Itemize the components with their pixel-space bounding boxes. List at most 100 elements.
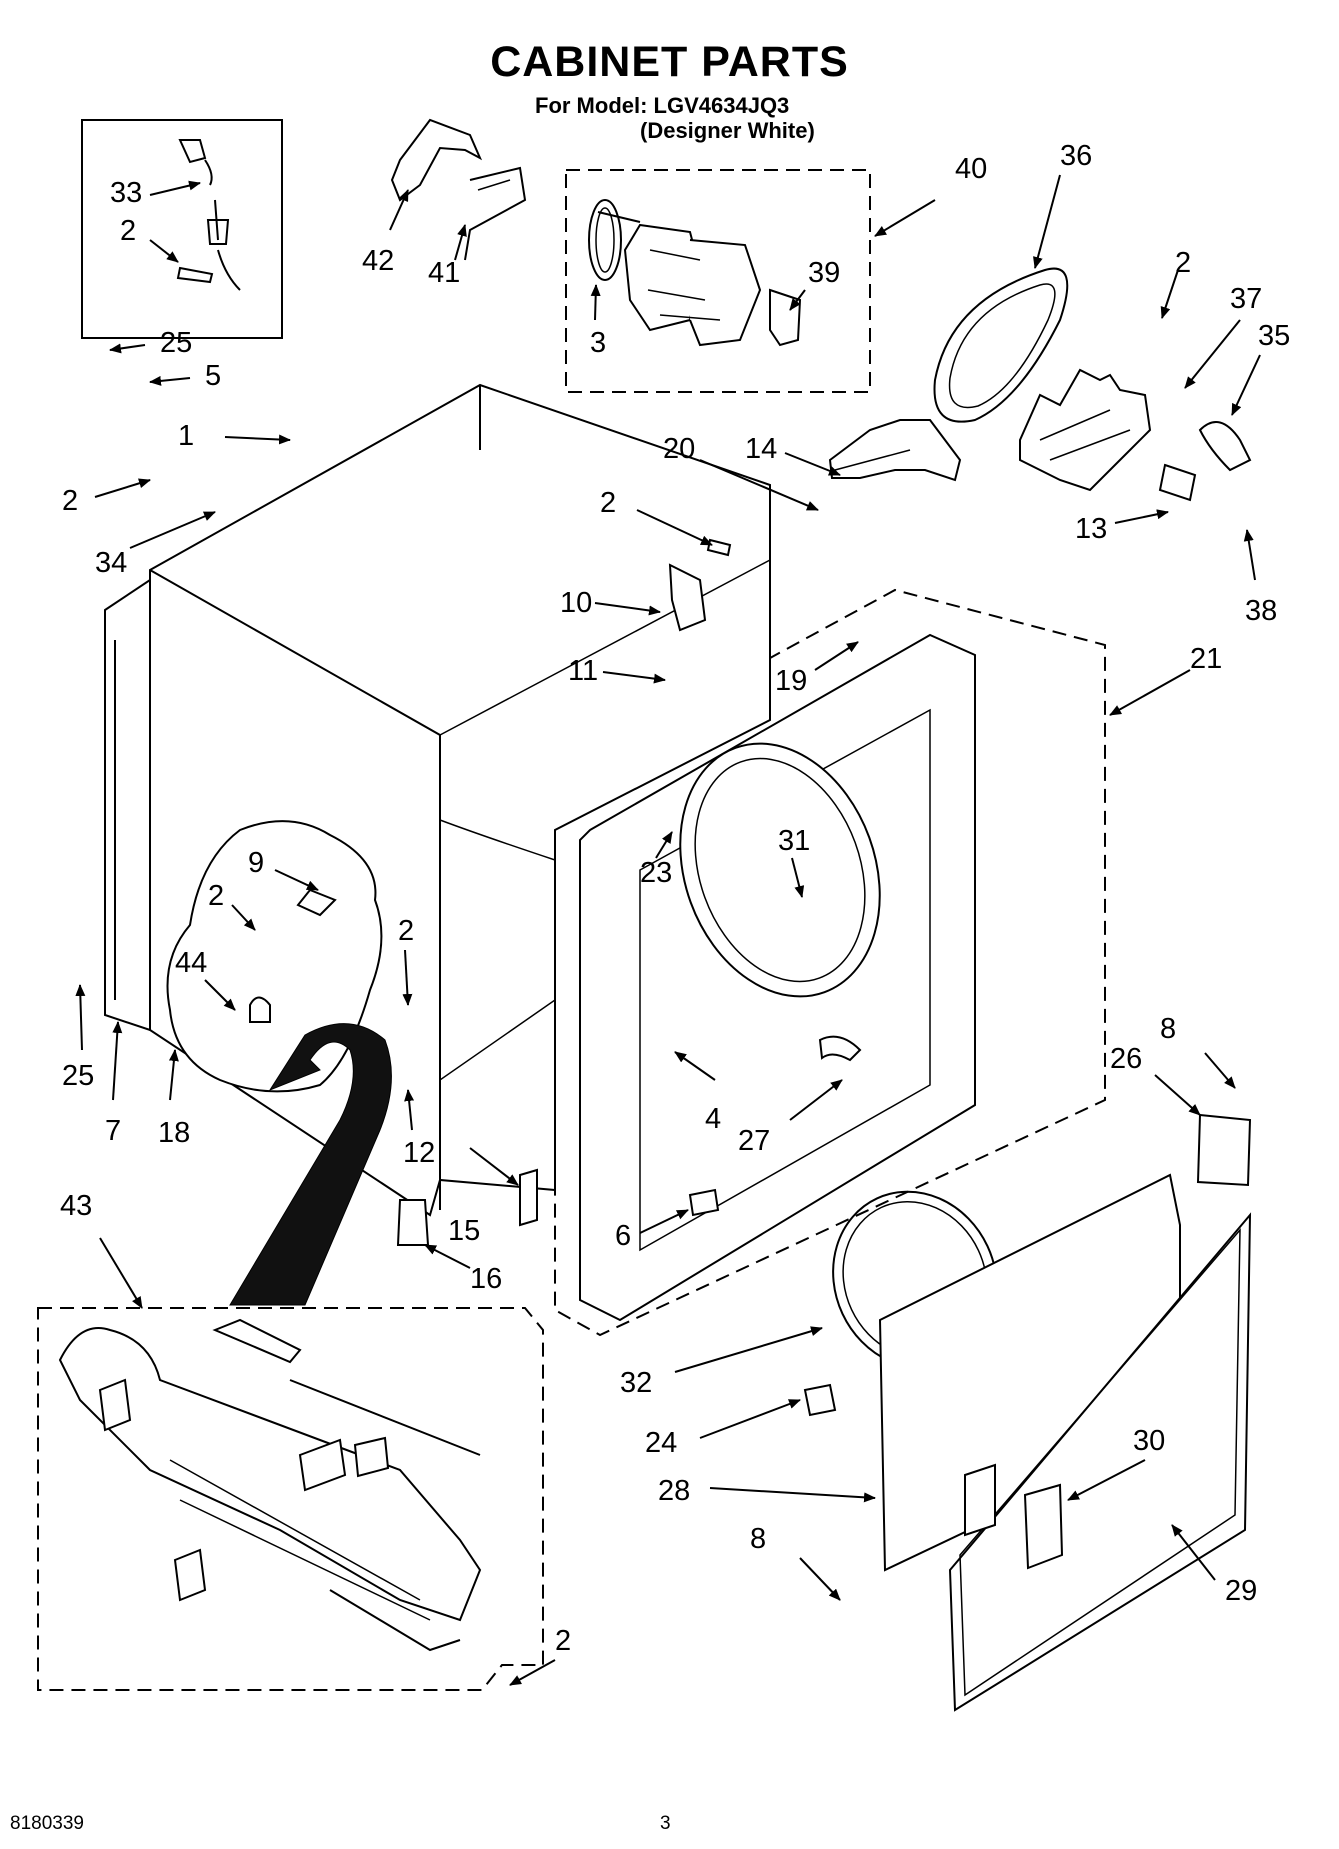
model-number: For Model: LGV4634JQ3: [535, 93, 790, 118]
leader-2g: [509, 1659, 556, 1686]
callout-26: 26: [1110, 1043, 1142, 1075]
leader-42: [389, 189, 409, 231]
callout-42: 42: [362, 245, 394, 277]
burner-assembly-box: [37, 1307, 544, 1691]
burner-assembly-icon: [58, 1318, 482, 1652]
igniter-parts-icon: [176, 139, 241, 291]
leader-25b: [75, 984, 86, 1051]
leader-23: [655, 831, 673, 859]
leader-2b: [94, 478, 151, 498]
callout-39: 39: [808, 257, 840, 289]
callout-4: 4: [705, 1103, 721, 1135]
callout-12: 12: [403, 1137, 435, 1169]
leader-34: [129, 511, 216, 549]
leader-29: [1171, 1524, 1216, 1581]
document-number: 8180339: [10, 1813, 84, 1834]
callout-7: 7: [105, 1115, 121, 1147]
callout-2: 2: [120, 215, 136, 247]
igniter-inset-box: [81, 119, 283, 339]
callout-37: 37: [1230, 283, 1262, 315]
leader-21: [1109, 669, 1191, 716]
leader-3: [590, 284, 601, 321]
leader-8b: [799, 1557, 841, 1601]
callout-6: 6: [615, 1220, 631, 1252]
door-catch-clip-icon: [803, 1383, 837, 1417]
callout-36: 36: [1060, 140, 1092, 172]
callout-20: 20: [663, 433, 695, 465]
leader-36: [1033, 174, 1061, 269]
leader-1: [224, 434, 291, 445]
leader-19: [814, 641, 859, 671]
leader-2c: [1160, 269, 1179, 319]
leader-30: [1067, 1459, 1146, 1501]
leader-35: [1231, 354, 1261, 416]
callout-1: 1: [178, 420, 194, 452]
leader-2d: [636, 509, 713, 546]
wire-harness-icon: [668, 563, 707, 632]
callout-9: 9: [248, 847, 264, 879]
leader-27: [789, 1079, 843, 1121]
leveling-leg-icon: [396, 1199, 430, 1246]
door-assembly-icon: [832, 1173, 1252, 1712]
callout-3: 3: [590, 327, 606, 359]
callout-44: 44: [175, 947, 207, 979]
assembly-arrow-icon: [229, 1023, 392, 1306]
leader-24: [699, 1399, 801, 1439]
callout-27: 27: [738, 1125, 770, 1157]
hinge-icon: [1196, 1113, 1252, 1187]
page-title: CABINET PARTS: [490, 38, 849, 86]
callout-41: 41: [428, 257, 460, 289]
callout-11: 11: [568, 655, 598, 687]
leader-41: [454, 224, 467, 261]
leader-31: [791, 857, 805, 898]
leader-9: [274, 869, 319, 891]
leader-12: [404, 1089, 415, 1131]
leader-44: [204, 979, 236, 1011]
callout-38: 38: [1245, 595, 1277, 627]
callout-2: 2: [600, 487, 616, 519]
callout-5: 5: [205, 360, 221, 392]
leader-13: [1114, 509, 1169, 524]
front-panel-dashed-outline: [554, 588, 1106, 1337]
leader-28: [709, 1487, 876, 1503]
callout-25: 25: [160, 327, 192, 359]
callout-10: 10: [560, 587, 592, 619]
leader-25a: [109, 343, 146, 354]
callout-34: 34: [95, 547, 127, 579]
page-number: 3: [660, 1813, 671, 1834]
exhaust-duct-icon: [828, 419, 962, 482]
leader-10: [594, 602, 661, 616]
idler-bracket-icon: [1019, 368, 1252, 502]
callout-35: 35: [1258, 320, 1290, 352]
callout-21: 21: [1190, 643, 1222, 675]
callout-29: 29: [1225, 1575, 1257, 1607]
leader-39: [789, 289, 806, 311]
callout-40: 40: [955, 153, 987, 185]
callout-2: 2: [208, 880, 224, 912]
leader-38: [1243, 529, 1256, 581]
leader-32: [674, 1326, 823, 1373]
leader-20: [699, 459, 819, 511]
callout-18: 18: [158, 1117, 190, 1149]
callout-15: 15: [448, 1215, 480, 1247]
leader-43: [99, 1237, 143, 1309]
leader-5: [149, 375, 191, 386]
leader-33: [149, 180, 201, 196]
callout-2: 2: [1175, 247, 1191, 279]
leader-2f: [402, 949, 413, 1006]
leader-6: [639, 1209, 689, 1234]
leader-11: [602, 671, 666, 684]
drive-motor-icon: [588, 199, 802, 347]
door-catch-icon: [688, 1188, 720, 1217]
leader-37: [1184, 319, 1241, 389]
callout-30: 30: [1133, 1425, 1165, 1457]
lint-bracket-icon: [390, 118, 527, 261]
front-panel-icon: [579, 633, 976, 1322]
callout-43: 43: [60, 1190, 92, 1222]
leader-2e: [231, 904, 256, 931]
callout-2: 2: [398, 915, 414, 947]
screw-top-right-icon: [706, 538, 732, 557]
callout-33: 33: [110, 177, 142, 209]
leader-26: [1154, 1074, 1201, 1116]
